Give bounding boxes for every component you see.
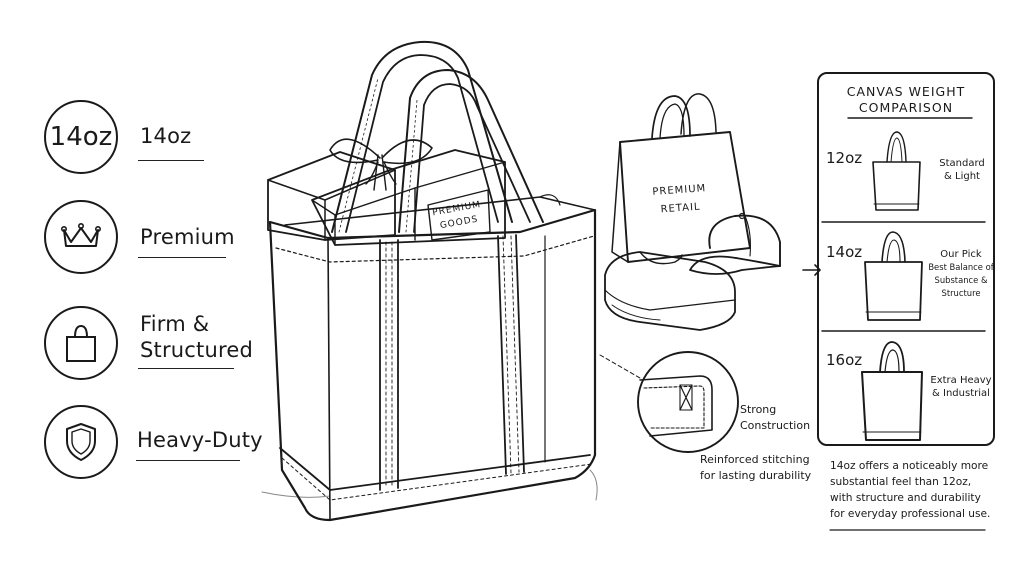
row-desc-12oz-line2: & Light (944, 171, 980, 182)
folded-sweater (605, 252, 735, 330)
shield-icon (44, 405, 118, 479)
row-desc-16oz: Extra Heavy & Industrial (928, 374, 994, 400)
feature-label-firm: Firm & (140, 312, 210, 336)
panel-tote-12oz (873, 132, 920, 210)
summary-line3: with structure and durability (830, 492, 981, 504)
callout-title: Strong Construction (740, 402, 810, 434)
row-weight-14oz: 14oz (826, 243, 863, 261)
feature-label-weight: 14oz (140, 124, 192, 148)
feature-label-premium: Premium (140, 225, 235, 249)
row-desc-14oz: Our Pick Best Balance of Substance & Str… (928, 248, 994, 300)
comparison-summary: 14oz offers a noticeably more substantia… (830, 458, 990, 522)
comparison-title-line2: COMPARISON (858, 100, 954, 115)
row-desc-16oz-line2: & Industrial (932, 388, 990, 399)
callout-note-line1: Reinforced stitching (700, 453, 810, 466)
callout-note-line2: for lasting durability (700, 469, 812, 482)
feature-underline (136, 460, 240, 461)
row-weight-12oz: 12oz (826, 149, 863, 167)
row-weight-16oz: 16oz (826, 351, 863, 369)
feature-label-heavy-duty: Heavy-Duty (137, 428, 263, 452)
feature-label-structured: Structured (140, 338, 254, 362)
crown-icon (44, 200, 118, 274)
weight-badge-text: 14oz (49, 122, 113, 152)
baseball-cap (690, 214, 780, 275)
summary-line4: for everyday professional use. (830, 508, 991, 520)
row-desc-14oz-line2: Best Balance of (928, 262, 994, 272)
retail-label: PREMIUM RETAIL (647, 180, 713, 220)
main-tote-bag (262, 42, 597, 520)
stitch-detail-circle (638, 352, 738, 452)
comparison-title-line1: CANVAS WEIGHT (846, 84, 966, 99)
row-desc-14oz-line4: Structure (941, 288, 981, 298)
summary-line1: 14oz offers a noticeably more (830, 460, 989, 472)
callout-leader (600, 355, 640, 378)
row-desc-16oz-line1: Extra Heavy (930, 375, 992, 386)
panel-tote-14oz (865, 232, 922, 320)
row-desc-14oz-line3: Substance & (934, 275, 988, 285)
crown-glyph (60, 222, 101, 247)
shopping-bag (612, 94, 750, 262)
comparison-title: CANVAS WEIGHT COMPARISON (817, 84, 995, 116)
weight-badge-icon: 14oz (44, 100, 118, 174)
callout-title-line2: Construction (740, 419, 811, 432)
callout-note: Reinforced stitching for lasting durabil… (700, 452, 811, 484)
comparison-panel (817, 72, 995, 446)
panel-tote-16oz (862, 342, 922, 440)
shield-glyph (66, 423, 96, 461)
tote-glyph (66, 324, 96, 362)
row-desc-12oz-line1: Standard (939, 158, 985, 169)
feature-underline (138, 257, 226, 258)
row-desc-14oz-line1: Our Pick (940, 249, 982, 260)
feature-underline (138, 160, 204, 161)
row-desc-12oz: Standard & Light (930, 157, 994, 183)
feature-underline (138, 368, 234, 369)
tote-icon (44, 306, 118, 380)
summary-line2: substantial feel than 12oz, (830, 476, 972, 488)
callout-title-line1: Strong (740, 403, 777, 416)
